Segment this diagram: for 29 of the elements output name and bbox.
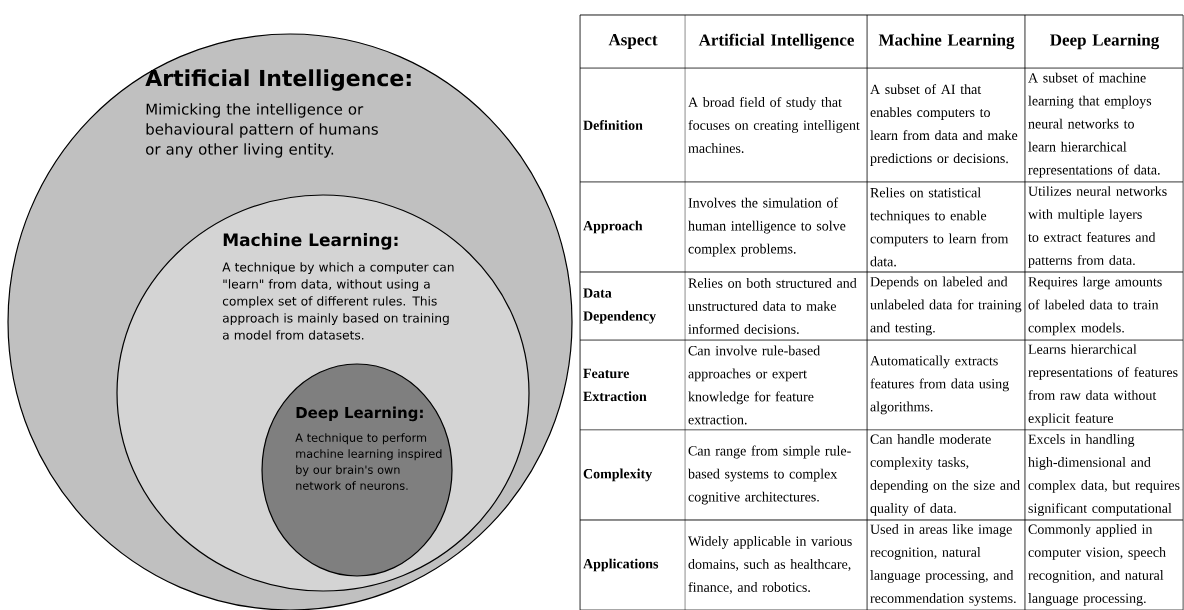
row-header: Complexity: [583, 468, 653, 482]
table-cell: Can involve rule-based approaches or expert knowledge for feature extraction.: [688, 345, 821, 425]
table-cell: Can handle moderate complexity tasks, depending on the size and quality of data.: [870, 434, 1020, 516]
row-header: Approach: [583, 220, 643, 234]
table-cell: Relies on statistical techniques to enable computers to learn from data.: [870, 187, 1009, 267]
row-header: Definition: [583, 120, 643, 130]
table-cell: Learns hierarchical representations of features from raw data without explicit feature: [1028, 344, 1178, 426]
table-cell: Depends on labeled and unlabeled data for training and testing.: [870, 276, 1022, 336]
table-cell: Requires large amounts of labeled data to train complex models.: [1028, 276, 1162, 336]
table-cell: Widely applicable in various domains, such as healthcare, finance, and robotics.: [688, 536, 852, 594]
table-cell: A broad field of study that focuses on creating intelligent machines.: [688, 96, 860, 154]
table-cell: Automatically extracts features from data using algorithms.: [870, 355, 1009, 415]
table-cell: Excels in handling high-dimensional and complex data, but requires significant computational: [1028, 434, 1180, 516]
table-cell: Involves the simulation of human intelligence to solve complex problems.: [688, 197, 846, 257]
row-header: Feature Extraction: [583, 368, 647, 402]
column-header: Deep Learning: [1050, 33, 1160, 50]
column-header: Artificial Intelligence: [698, 33, 854, 50]
table-cell: Utilizes neural networks with multiple layers to extract features and patterns from data.: [1028, 186, 1167, 268]
table-cell: Relies on both structured and unstructured data to make informed decisions.: [688, 278, 857, 334]
column-header: Machine Learning: [878, 33, 1015, 50]
table-cell: A subset of machine learning that employs neural networks to learn hierarchical representations of data.: [1028, 72, 1160, 178]
circle-node: Deep Learning: A technique to perform machine learning inspired by our brain's own network of neurons.: [261, 363, 453, 577]
table-cell: Used in areas like image recognition, natural language processing, and recommendation systems.: [870, 524, 1016, 606]
row-header: Applications: [583, 558, 659, 572]
table-cell: Can range from simple rule-based systems to complex cognitive architectures.: [688, 445, 851, 505]
table-cell: A subset of AI that enables computers to learn from data and make predictions or decisions.: [870, 84, 1018, 166]
row-header: Data Dependency: [583, 288, 656, 324]
column-header: Aspect: [608, 34, 658, 49]
table-cell: Commonly applied in computer vision, speech recognition, and natural language processing.: [1028, 524, 1166, 606]
